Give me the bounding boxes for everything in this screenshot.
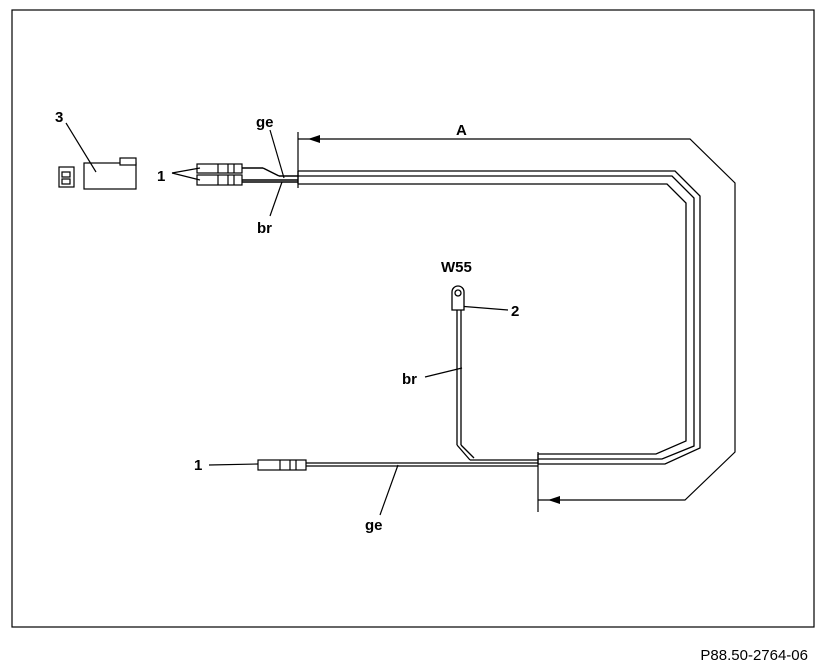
- ring-terminal: [451, 285, 465, 311]
- label-dimension-a: A: [456, 122, 467, 139]
- label-wire-ge-top: ge: [256, 114, 274, 131]
- dimension-outline: [298, 138, 736, 501]
- top-wire-branch: [240, 167, 298, 183]
- label-wire-ge-bottom: ge: [365, 517, 383, 534]
- harness-bundle: [297, 170, 701, 465]
- dimension-arrow-top: [308, 135, 320, 143]
- butt-connector-bottom: [196, 174, 243, 186]
- leader-lines: [65, 122, 509, 516]
- butt-connector-top: [196, 163, 243, 174]
- ground-wire: [456, 310, 538, 461]
- label-wire-br-mid: br: [402, 371, 417, 388]
- label-part-3: 3: [55, 109, 63, 126]
- label-wire-br-top: br: [257, 220, 272, 237]
- label-part-2: 2: [511, 303, 519, 320]
- label-ground-w55: W55: [441, 259, 472, 276]
- dimension-arrow-bottom: [548, 496, 560, 504]
- diagram-frame: [11, 9, 815, 628]
- reference-number: P88.50-2764-06: [700, 647, 808, 664]
- label-part-1-bottom: 1: [194, 457, 202, 474]
- connector-housing: [58, 157, 137, 190]
- butt-connector-lower: [257, 459, 307, 471]
- bottom-wire: [306, 462, 538, 467]
- label-part-1-top: 1: [157, 168, 165, 185]
